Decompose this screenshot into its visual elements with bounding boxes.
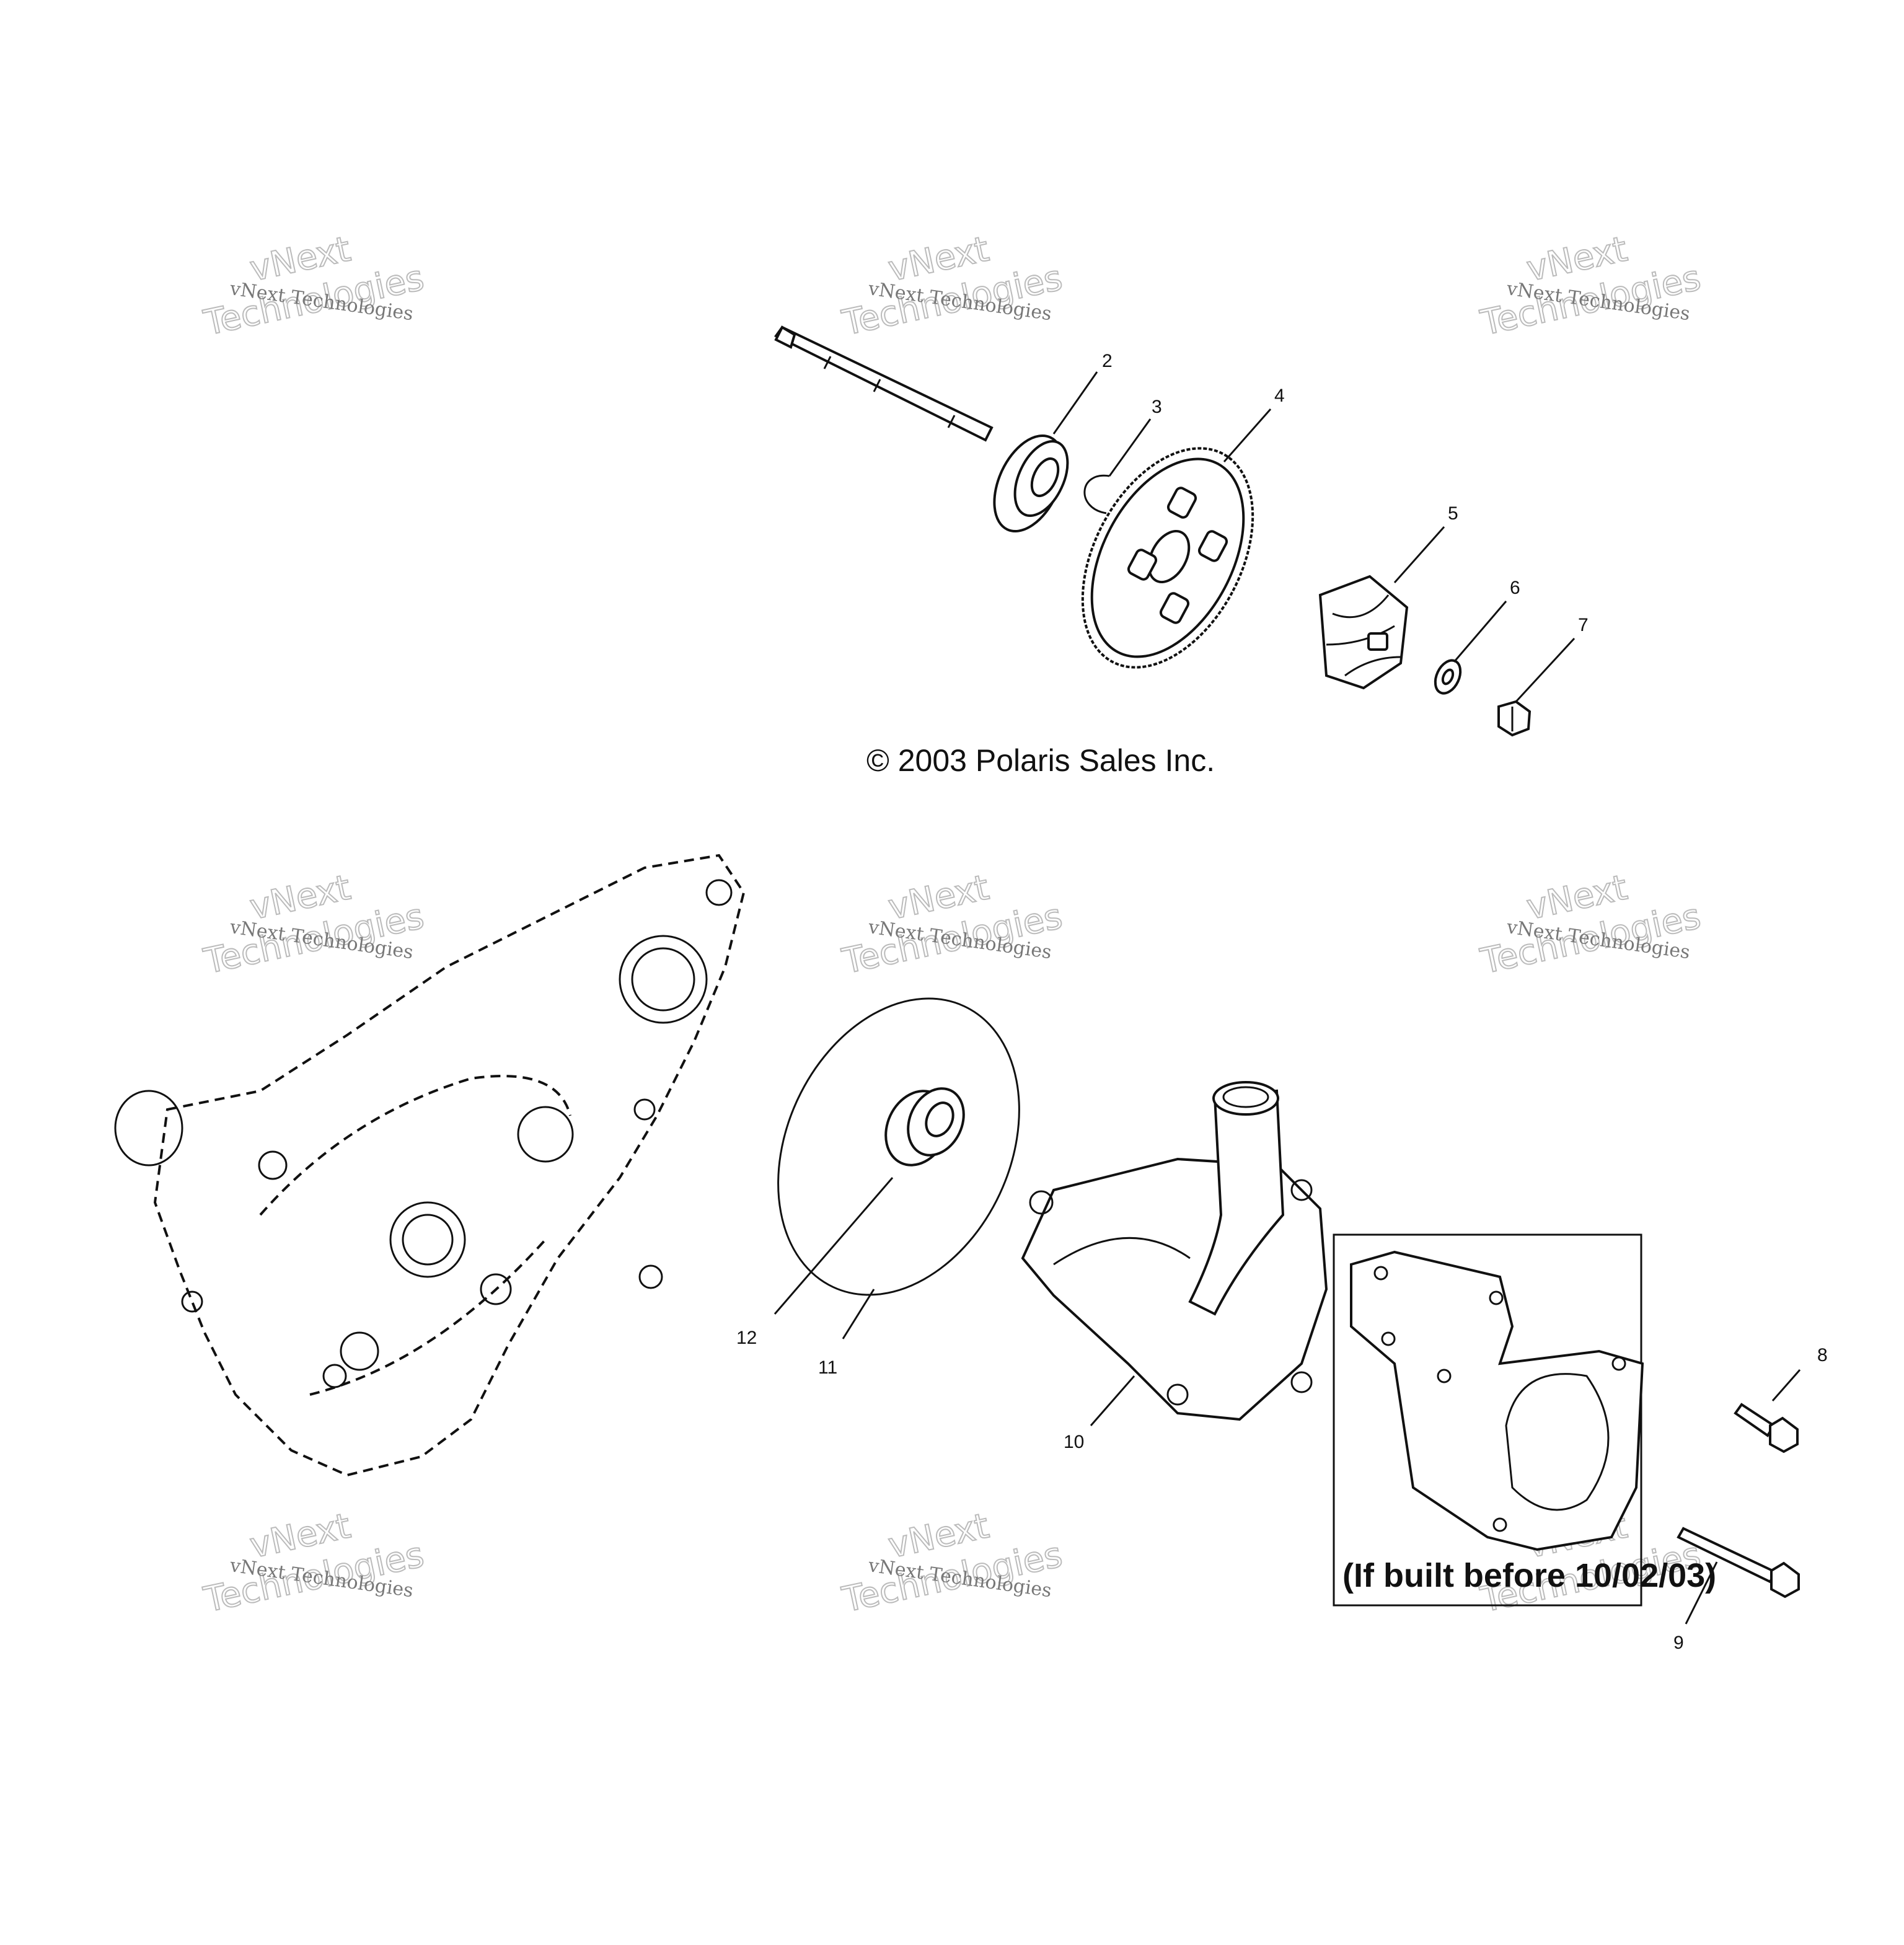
callout-6: 6 [1453,578,1520,663]
gear-part [1081,447,1254,669]
bolt-9-part [1677,1527,1800,1599]
circlip-part [1083,474,1110,514]
crankcase-part [114,853,746,1477]
svg-text:8: 8 [1817,1345,1828,1365]
gasket-inset: (If built before 10/02/03) [1333,1233,1716,1607]
washer-part [1434,659,1462,695]
bolt-8-part [1734,1403,1799,1453]
nut-part [1497,700,1532,737]
watermark-tl: vNext Technologies [200,228,428,344]
watermark-bc: vNext Technologies [838,1505,1066,1621]
svg-text:2: 2 [1102,351,1113,371]
inset-note: (If built before 10/02/03) [1342,1557,1716,1594]
impeller-part [1318,575,1409,690]
svg-text:6: 6 [1510,578,1520,598]
pump-cover-part [1021,1081,1328,1421]
watermark-bl: vNext Technologies [200,1505,428,1621]
callout-2: 2 [1052,351,1113,434]
callout-9: 9 [1673,1561,1718,1653]
watermark-tc: vNext Technologies [838,228,1066,344]
svg-text:4: 4 [1274,386,1285,406]
svg-text:9: 9 [1673,1633,1684,1653]
svg-text:11: 11 [818,1357,837,1378]
callout-5: 5 [1393,503,1458,583]
svg-text:10: 10 [1064,1432,1084,1452]
callout-4: 4 [1223,386,1285,462]
callout-8: 8 [1771,1345,1828,1401]
watermark-mc: vNext Technologies [838,867,1066,982]
svg-text:3: 3 [1152,397,1162,417]
callout-7: 7 [1515,615,1589,703]
watermark-tr: vNext Technologies [1476,228,1704,344]
callout-11: 11 [818,1289,875,1378]
seal-part [884,1087,965,1167]
callout-10: 10 [1064,1375,1135,1452]
callout-12: 12 [736,1177,894,1348]
svg-text:5: 5 [1448,503,1458,524]
callout-3: 3 [1108,397,1162,477]
watermark-mr: vNext Technologies [1476,867,1704,982]
watermark-ml: vNext Technologies [200,867,428,982]
svg-text:7: 7 [1578,615,1589,635]
copyright-text: © 2003 Polaris Sales Inc. [866,743,1215,778]
o-ring-part [777,997,1020,1296]
svg-text:12: 12 [736,1328,757,1348]
shaft-part [774,325,994,442]
bearing-part [993,434,1069,533]
